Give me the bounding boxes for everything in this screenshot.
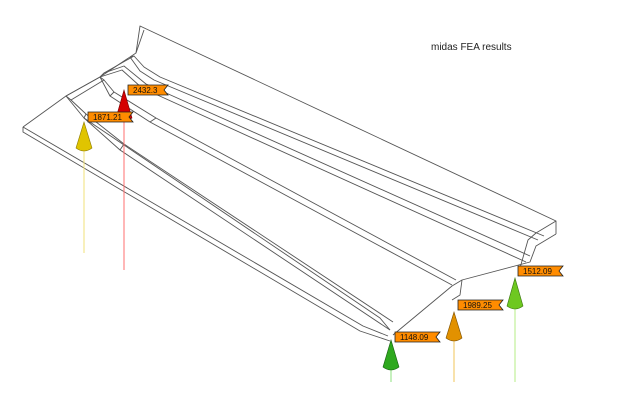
girder-line-3 (99, 76, 453, 286)
value-tag-red[interactable]: 2432.3 (127, 84, 169, 96)
tag-shape (394, 331, 441, 343)
reaction-cone (445, 310, 463, 342)
end-diaphragm (65, 76, 105, 101)
reaction-cone (382, 338, 400, 371)
end-diaphragm-2 (99, 55, 135, 78)
deck-top-edge-inner (135, 29, 145, 54)
reaction-value-tags: 2432.3 1871.21 1148.09 1989.25 1512.09 (87, 84, 564, 343)
reaction-arrow-green-near[interactable] (382, 338, 400, 382)
deck-right-end-2 (519, 220, 557, 269)
value-tag-green-far[interactable]: 1512.09 (517, 265, 564, 277)
reaction-cone (75, 120, 93, 152)
support-reactions (75, 88, 524, 382)
reaction-arrow-yellow[interactable] (75, 120, 93, 253)
tag-shape (87, 111, 134, 123)
tag-shape (517, 265, 564, 277)
deck-front-edge-thickness (22, 127, 391, 342)
tag-shape (457, 299, 504, 311)
deck-top-edge (129, 25, 557, 234)
tag-shape (127, 84, 169, 96)
reaction-arrow-green-far[interactable] (506, 276, 524, 382)
tag-label: 2432.3 (133, 86, 158, 95)
value-tag-green-near[interactable]: 1148.09 (394, 331, 441, 343)
girder-line-1 (65, 95, 391, 331)
value-tag-yellow[interactable]: 1871.21 (87, 111, 134, 123)
bottom-flange-2 (83, 91, 115, 119)
girder-line-5 (99, 69, 527, 263)
girder-line-7 (129, 56, 539, 241)
results-caption: midas FEA results (431, 42, 512, 53)
near-bottom-edge (83, 117, 391, 331)
girder-line-2 (70, 99, 394, 323)
deck-right-end-3 (451, 279, 463, 301)
tag-label: 1871.21 (93, 113, 122, 122)
girder-line-4 (103, 79, 457, 281)
tag-label: 1148.09 (400, 333, 429, 342)
deck-front-edge (22, 126, 389, 337)
girder-line-6 (103, 65, 531, 257)
girder-wireframe (22, 25, 557, 342)
reaction-arrow-orange[interactable] (445, 310, 463, 382)
girder-line-8 (133, 55, 545, 237)
reaction-cone (506, 276, 524, 310)
value-tag-orange[interactable]: 1989.25 (457, 299, 504, 311)
tag-label: 1512.09 (523, 267, 552, 276)
deck-right-end (392, 233, 557, 336)
tag-label: 1989.25 (463, 301, 492, 310)
